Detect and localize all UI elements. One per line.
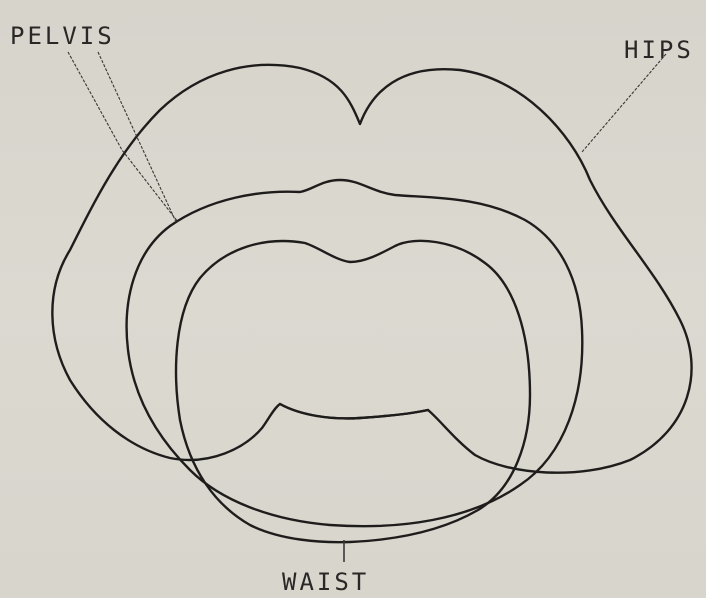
waist-label: WAIST	[282, 568, 369, 596]
pelvis-outline	[127, 180, 583, 526]
pelvis-label: PELVIS	[10, 22, 115, 50]
hips-outline	[52, 65, 691, 473]
waist-top-edge	[280, 404, 428, 418]
pelvis-leader-line	[68, 52, 178, 222]
hips-leader-line	[582, 54, 666, 152]
hips-label: HIPS	[624, 36, 694, 64]
